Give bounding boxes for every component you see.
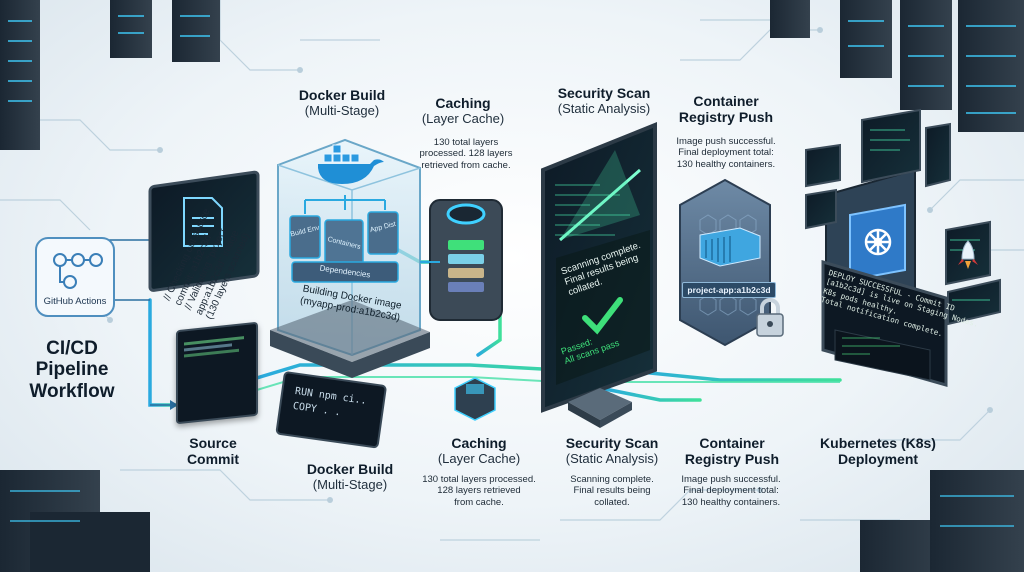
caching-bottom-title: Caching (451, 435, 507, 451)
server-racks-top-right (770, 0, 1024, 132)
pipeline-title: CI/CD Pipeline Workflow (18, 338, 126, 402)
document-icon (183, 197, 223, 247)
security-bottom-desc-3: collated. (594, 496, 630, 508)
registry-top-description: Image push successful. Final deployment … (662, 136, 790, 170)
caching-top-description: 130 total layers processed. 128 layers r… (408, 137, 524, 171)
caching-bottom-subtitle: (Layer Cache) (437, 450, 521, 466)
server-racks-top-left (0, 0, 220, 150)
kubernetes-wheel-icon (864, 228, 892, 256)
caching-top-desc-2: processed. 128 layers (419, 148, 513, 160)
security-scan-top-title: Security Scan (557, 85, 651, 101)
security-scan-bottom-title: Security Scan (565, 435, 659, 451)
commit-terminal (176, 321, 258, 425)
commit-document-monitor (148, 170, 260, 292)
scan-device (568, 388, 632, 428)
caching-top-desc-1: 130 total layers (433, 137, 499, 148)
docker-build-container (270, 138, 430, 378)
registry-top-title: Container (693, 93, 759, 109)
docker-whale-icon (318, 144, 384, 184)
caching-bottom-description: 130 total layers processed. 128 layers r… (408, 474, 550, 508)
security-bottom-desc-2: Final results being (573, 485, 651, 497)
padlock-icon (756, 298, 784, 337)
security-scan-bottom-description: Scanning complete. Final results being c… (552, 474, 672, 508)
kubernetes-title: Kubernetes (K8s) (820, 435, 936, 451)
circuit-traces (0, 0, 1024, 541)
caching-top-desc-3: retrieved from cache. (421, 159, 511, 171)
container-icon (699, 227, 761, 267)
github-actions-icon (53, 253, 103, 289)
caching-top-label: Caching (Layer Cache) (408, 95, 518, 126)
caching-bottom-desc-3: from cache. (454, 496, 504, 508)
title-line-1: CI/CD (46, 338, 98, 359)
registry-hexagon (679, 178, 784, 347)
kubernetes-label: Kubernetes (K8s) Deployment (808, 435, 948, 467)
registry-top-label: Container Registry Push (670, 93, 782, 125)
security-scan-screen (541, 122, 657, 413)
registry-bottom-subtitle: Registry Push (684, 450, 780, 467)
github-actions-label: GitHub Actions (43, 296, 107, 307)
security-bottom-desc-1: Scanning complete. (570, 474, 654, 485)
docker-build-bottom-title: Docker Build (306, 461, 394, 477)
source-commit-title: Source (189, 435, 237, 451)
title-line-3: Workflow (29, 380, 115, 402)
registry-bottom-desc-1: Image push successful. (681, 474, 781, 485)
docker-build-top-label: Docker Build (Multi-Stage) (282, 87, 402, 118)
docker-build-bottom-subtitle: (Multi-Stage) (312, 476, 388, 492)
caching-top-title: Caching (435, 95, 491, 111)
source-commit-label: Source Commit (170, 435, 256, 467)
registry-bottom-desc-3: 130 healthy containers. (681, 496, 781, 508)
checkmark-icon (582, 297, 623, 335)
caching-bottom-desc-2: 128 layers retrieved (437, 485, 521, 497)
docker-build-top-title: Docker Build (298, 87, 386, 103)
security-scan-top-label: Security Scan (Static Analysis) (540, 85, 668, 116)
caching-bottom-label: Caching (Layer Cache) (420, 435, 538, 466)
github-actions-box (35, 237, 115, 317)
registry-top-subtitle: Registry Push (678, 108, 774, 125)
caching-top-subtitle: (Layer Cache) (421, 110, 505, 126)
kubernetes-stack (805, 108, 1001, 387)
server-racks-bottom (0, 470, 1024, 572)
rocket-icon (958, 240, 978, 269)
registry-bottom-label: Container Registry Push (676, 435, 788, 467)
title-line-2: Pipeline (35, 359, 109, 381)
docker-build-top-subtitle: (Multi-Stage) (304, 102, 380, 118)
registry-bottom-description: Image push successful. Final deployment … (666, 474, 796, 508)
security-scan-bottom-label: Security Scan (Static Analysis) (548, 435, 676, 466)
cache-cube (454, 377, 496, 421)
registry-top-desc-1: Image push successful. (676, 136, 776, 147)
security-scan-top-subtitle: (Static Analysis) (557, 100, 651, 116)
registry-bottom-desc-2: Final deployment total: (683, 485, 779, 497)
registry-top-desc-2: Final deployment total: (678, 147, 774, 159)
registry-bottom-title: Container (699, 435, 765, 451)
registry-top-desc-3: 130 healthy containers. (676, 158, 776, 170)
kubernetes-subtitle: Deployment (837, 450, 919, 467)
circuit-nodes (107, 27, 993, 503)
security-scan-bottom-subtitle: (Static Analysis) (565, 450, 659, 466)
source-commit-subtitle: Commit (186, 450, 240, 467)
caching-device (420, 199, 503, 321)
registry-image-tag: project-app:a1b2c3d (682, 282, 776, 298)
run-terminal-frame (275, 371, 387, 449)
docker-build-bottom-label: Docker Build (Multi-Stage) (290, 461, 410, 492)
caching-bottom-desc-1: 130 total layers processed. (422, 474, 536, 485)
